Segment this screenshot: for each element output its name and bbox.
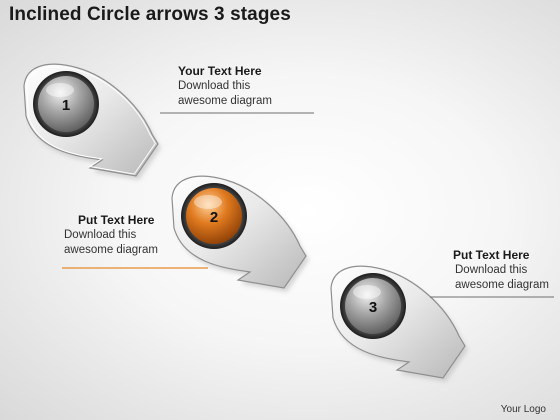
stage-3-ball: [345, 278, 401, 334]
stage-3-arrow: [330, 265, 468, 382]
stage-2-arrow: [171, 175, 309, 292]
stage-3-heading: Put Text Here: [453, 248, 530, 262]
stage-1-ball: [38, 76, 94, 132]
stage-2-heading: Put Text Here: [78, 213, 155, 227]
stage-3-line1: Download this: [455, 264, 528, 276]
stage-2-line1: Download this: [64, 229, 137, 241]
logo-text: Your Logo: [500, 404, 546, 415]
stage-1-heading: Your Text Here: [178, 64, 262, 78]
stage-3-number: 3: [369, 299, 377, 316]
stage-1-arrow: [23, 63, 161, 180]
stage-2-line2: awesome diagram: [64, 244, 158, 256]
stage-1-line2: awesome diagram: [178, 95, 272, 107]
stage-3-line2: awesome diagram: [455, 279, 549, 291]
stage-2-number: 2: [210, 209, 218, 226]
stage-2-text: Put Text Here Download this awesome diag…: [64, 213, 158, 258]
stage-3-text: Put Text Here Download this awesome diag…: [453, 248, 549, 293]
stage-2-ball: [186, 188, 242, 244]
page-title: Inclined Circle arrows 3 stages: [9, 4, 291, 25]
stage-1-text: Your Text Here Download this awesome dia…: [178, 64, 272, 109]
stage-1-number: 1: [62, 97, 70, 114]
stage-1-line1: Download this: [178, 80, 251, 92]
